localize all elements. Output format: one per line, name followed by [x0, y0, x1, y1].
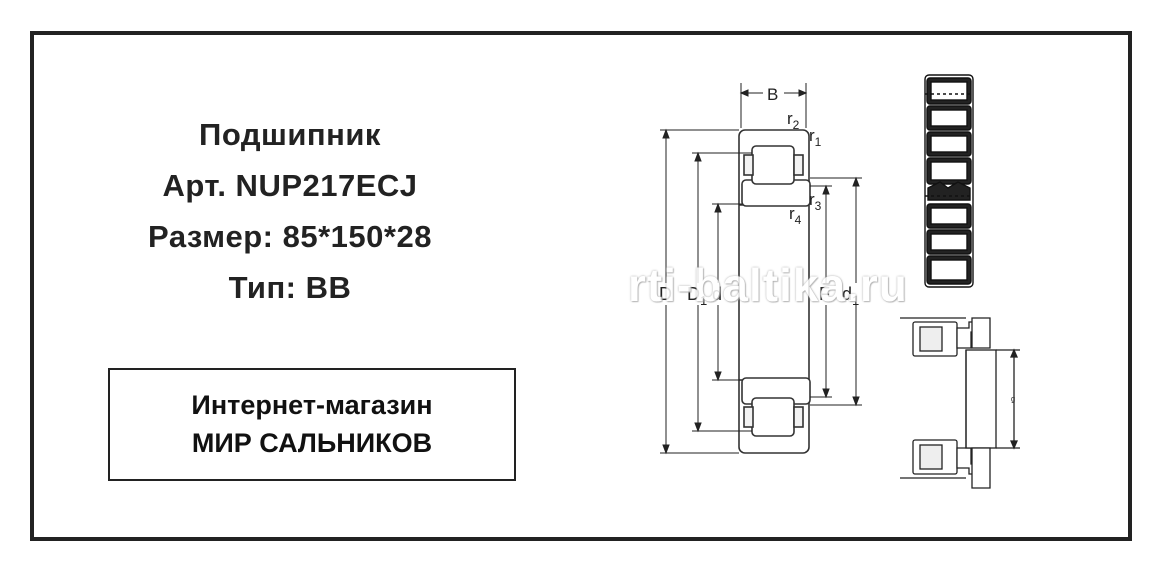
bearing-drawing: B [659, 74, 1020, 489]
product-article: Арт. NUP217ECJ [162, 168, 418, 203]
label-b: B [767, 85, 778, 104]
label-f: F [819, 284, 830, 304]
label-r2: r2 [787, 109, 800, 132]
shop-box: Интернет-магазин МИР САЛЬНИКОВ [108, 368, 516, 481]
label-d-bore: d [712, 284, 722, 304]
watermark-text: rti-baltika.ru [628, 259, 908, 311]
cage-side-view [924, 74, 974, 288]
dimension-left [660, 128, 752, 455]
label-r4: r4 [789, 204, 802, 227]
label-r1: r1 [809, 126, 822, 149]
label-d1-inner: d1 [842, 284, 859, 308]
label-r3: r3 [809, 190, 822, 213]
label-d1-outer: D1 [687, 284, 707, 308]
shop-name-line2: МИР САЛЬНИКОВ [191, 428, 433, 458]
assembly-detail [900, 317, 1020, 489]
dimension-b [739, 83, 808, 128]
shop-name-line1: Интернет-магазин [191, 390, 433, 420]
label-d-outer: D [659, 284, 672, 304]
product-heading: Подшипник [199, 117, 381, 152]
product-type: Тип: BB [228, 270, 352, 305]
label-detail-mark: ᵍ [1011, 395, 1015, 407]
dimension-right [810, 176, 862, 407]
bearing-section [738, 129, 811, 454]
product-size: Размер: 85*150*28 [148, 219, 432, 254]
